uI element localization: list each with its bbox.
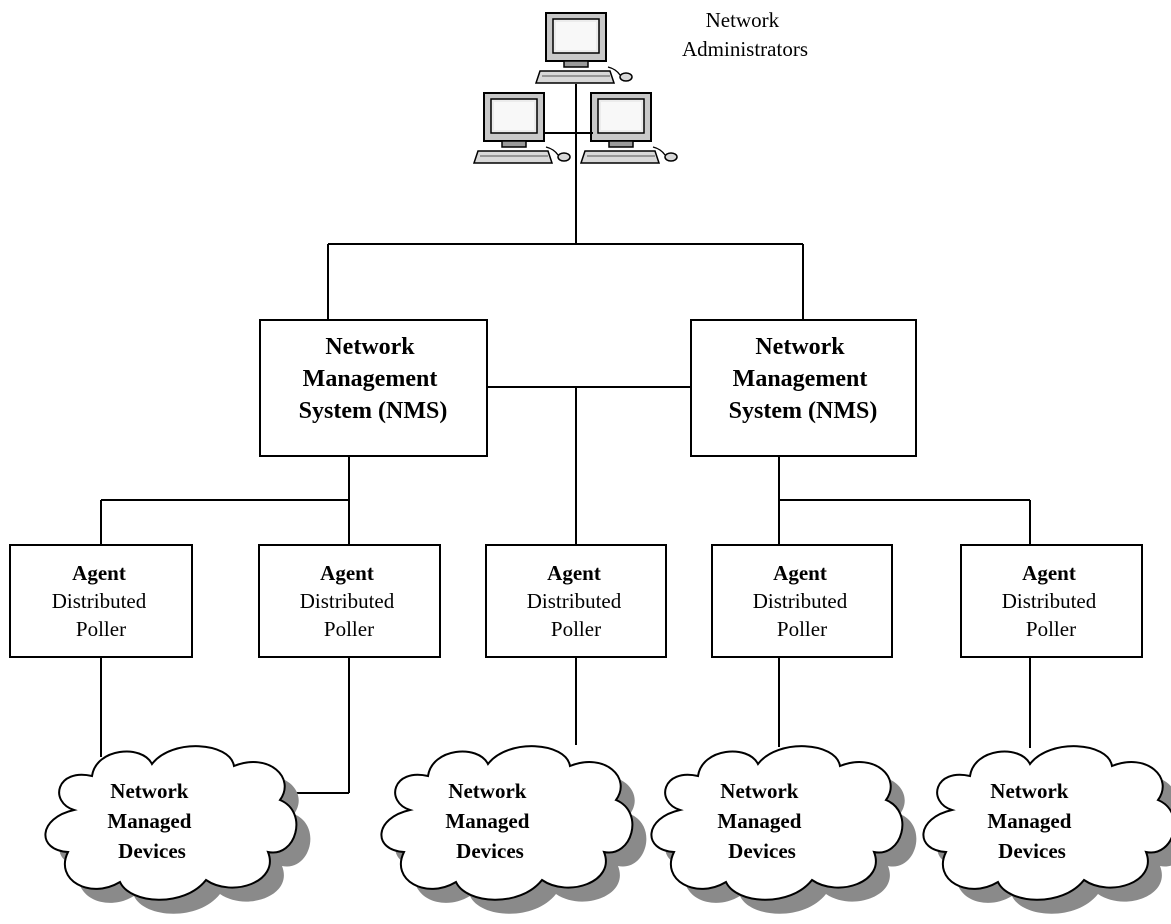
agent-box: Agent Distributed Poller: [960, 544, 1143, 658]
agent-box: Agent Distributed Poller: [485, 544, 667, 658]
computer-icon: [473, 92, 571, 164]
computer-icon: [535, 12, 633, 84]
agent-box: Agent Distributed Poller: [711, 544, 893, 658]
nms-box: Network Management System (NMS): [690, 319, 917, 457]
cloud: Network Managed Devices: [650, 745, 917, 914]
svg-text:Agent Distributed: Agent Distributed Poller: [300, 561, 399, 641]
svg-text:Network Managed De: Network Managed Devices: [987, 779, 1076, 863]
cloud: Network Managed Devices: [44, 745, 311, 914]
connection-lines: [100, 84, 1031, 794]
svg-text:Agent Distributed: Agent Distributed Poller: [1002, 561, 1101, 641]
svg-text:Network Managed De: Network Managed Devices: [107, 779, 196, 863]
cloud: Network Managed Devices: [380, 745, 647, 914]
svg-text:Network Management: Network Management System (NMS): [729, 334, 878, 424]
svg-text:Network Managed De: Network Managed Devices: [717, 779, 806, 863]
admin-label: Network Administrators: [682, 8, 808, 61]
svg-text:Network Managed De: Network Managed Devices: [445, 779, 534, 863]
svg-text:Agent Distributed: Agent Distributed Poller: [753, 561, 852, 641]
computer-icon: [580, 92, 678, 164]
svg-text:Agent Distributed: Agent Distributed Poller: [52, 561, 151, 641]
agent-box: Agent Distributed Poller: [258, 544, 441, 658]
nms-box: Network Management System (NMS): [259, 319, 488, 457]
svg-text:Agent Distributed: Agent Distributed Poller: [527, 561, 626, 641]
svg-text:Network Management: Network Management System (NMS): [299, 334, 448, 424]
agent-box: Agent Distributed Poller: [9, 544, 193, 658]
cloud: Network Managed Devices: [922, 745, 1171, 914]
